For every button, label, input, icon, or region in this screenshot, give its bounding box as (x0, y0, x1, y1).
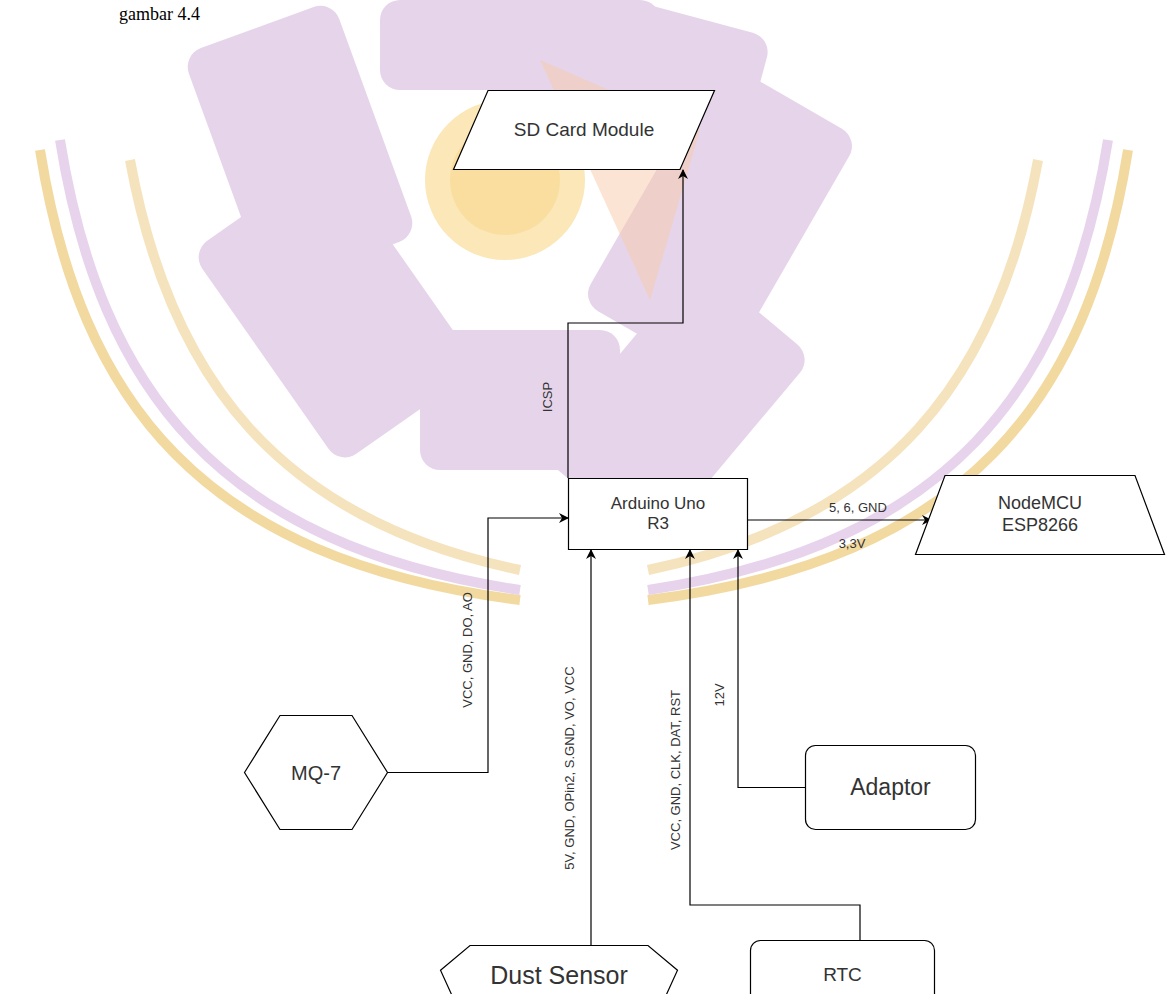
component-name: Arduino Uno R3 (601, 494, 716, 535)
component-name: Adaptor (850, 774, 931, 802)
pin-label: 5V, GND, OPin2, S.GND, VO, VCC (563, 666, 577, 869)
pin-label: VCC, GND, CLK, DAT, RST (669, 690, 683, 850)
component-box: Arduino Uno R3 (568, 478, 748, 550)
signal-wire (568, 170, 683, 478)
component-box: Adaptor (805, 745, 976, 830)
component-box: SD Card Module (453, 90, 715, 170)
component-box: RTC (750, 940, 935, 994)
signal-wire (748, 519, 931, 520)
component-name: RTC (823, 964, 862, 987)
signal-wire (738, 550, 805, 788)
component-name: SD Card Module (514, 119, 654, 142)
component-name: MQ-7 (291, 761, 341, 785)
pin-label: ICSP (541, 382, 555, 412)
component-name: NodeMCU ESP8266 (985, 493, 1095, 536)
component-box: NodeMCU ESP8266 (915, 475, 1165, 555)
pin-label: 5, 6, GND (829, 501, 887, 515)
figure-number: gambar 4.4 (119, 5, 200, 25)
signal-wire (388, 518, 568, 773)
component-box: Dust Sensor (440, 945, 678, 994)
pin-label: VCC, GND, DO, AO (461, 592, 475, 708)
signal-wire (590, 550, 591, 945)
component-box: MQ-7 (244, 715, 388, 830)
pin-label: 3,3V (839, 537, 866, 551)
component-name: Dust Sensor (490, 960, 628, 990)
pin-label: 12V (713, 683, 727, 706)
